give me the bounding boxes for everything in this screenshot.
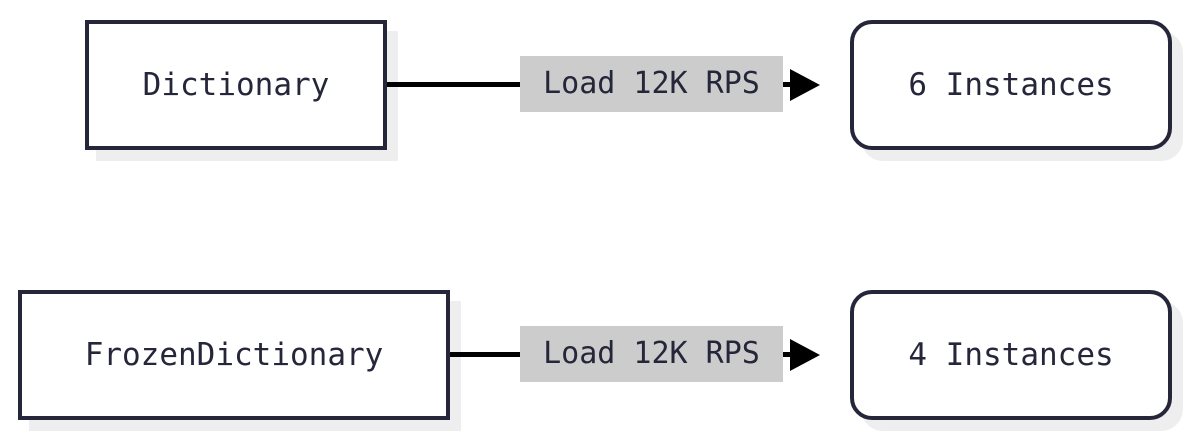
node-four-instances[interactable]: 4 Instances xyxy=(850,290,1172,420)
node-frozendictionary-label: FrozenDictionary xyxy=(84,336,384,373)
node-six-instances[interactable]: 6 Instances xyxy=(850,20,1172,150)
node-dictionary[interactable]: Dictionary xyxy=(85,20,387,150)
edge-top-arrowhead-icon xyxy=(790,69,820,101)
edge-bottom-arrowhead-icon xyxy=(790,339,820,371)
edge-bottom-label: Load 12K RPS xyxy=(520,326,783,382)
node-frozendictionary[interactable]: FrozenDictionary xyxy=(18,290,450,420)
edge-top-label: Load 12K RPS xyxy=(520,56,783,112)
node-four-instances-label: 4 Instances xyxy=(908,336,1114,373)
node-dictionary-label: Dictionary xyxy=(142,66,330,103)
node-six-instances-label: 6 Instances xyxy=(908,66,1114,103)
